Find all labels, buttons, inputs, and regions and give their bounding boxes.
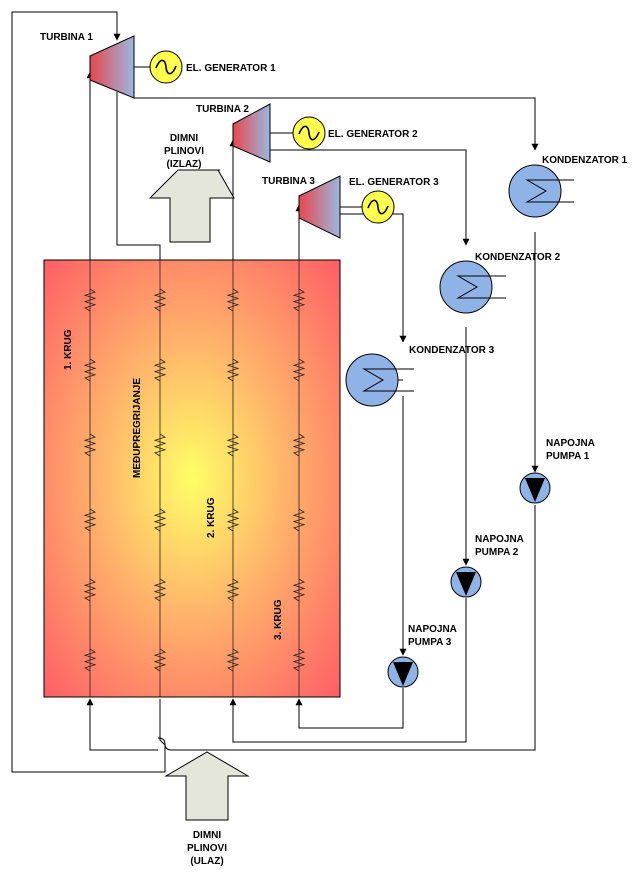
coil-segment bbox=[153, 433, 167, 457]
turbine-3 bbox=[298, 175, 341, 239]
coil-segment bbox=[83, 648, 97, 672]
condenser-1-label: KONDENZATOR 1 bbox=[542, 155, 628, 166]
condenser-3 bbox=[345, 353, 414, 407]
reheat-label: MEĐUPREGRIJANJE bbox=[132, 378, 143, 478]
coil-segment bbox=[83, 508, 97, 532]
pump-2 bbox=[450, 566, 482, 598]
coil-segment bbox=[83, 578, 97, 602]
pump-1-label-line1: NAPOJNA bbox=[546, 438, 595, 449]
coil-segment bbox=[292, 358, 306, 382]
coil-segment bbox=[83, 433, 97, 457]
turbine-3-label: TURBINA 3 bbox=[262, 176, 315, 187]
coil-segment bbox=[226, 508, 240, 532]
coil-segment bbox=[226, 288, 240, 312]
coil-segment bbox=[292, 433, 306, 457]
boiler bbox=[43, 259, 341, 698]
coil-segment bbox=[292, 508, 306, 532]
coil-segment bbox=[153, 508, 167, 532]
turbine-2-label: TURBINA 2 bbox=[196, 104, 249, 115]
flue-in-label-line2: PLINOVI bbox=[187, 843, 227, 854]
coil-segment bbox=[292, 288, 306, 312]
flue-gas-in-arrow bbox=[164, 751, 250, 821]
coil-segment bbox=[292, 578, 306, 602]
coil-segment bbox=[226, 578, 240, 602]
boiler-coils bbox=[83, 260, 306, 697]
generator-3-label: EL. GENERATOR 3 bbox=[349, 177, 439, 188]
coil-segment bbox=[226, 433, 240, 457]
turbine-1 bbox=[89, 35, 135, 99]
coil-segment bbox=[153, 358, 167, 382]
flue-gas-out-arrow bbox=[148, 169, 235, 243]
pump-3-label-line1: NAPOJNA bbox=[408, 624, 457, 635]
coil-segment bbox=[153, 648, 167, 672]
turbine-1-label: TURBINA 1 bbox=[40, 32, 93, 43]
generator-2-label: EL. GENERATOR 2 bbox=[328, 129, 418, 140]
flue-out-label-line3: (IZLAZ) bbox=[167, 159, 202, 170]
pump-1 bbox=[519, 472, 551, 504]
flue-out-label-line1: DIMNI bbox=[170, 133, 199, 144]
pump-2-label-line2: PUMPA 2 bbox=[475, 547, 519, 558]
generator-1-label: EL. GENERATOR 1 bbox=[186, 63, 276, 74]
circuit-1-label: 1. KRUG bbox=[63, 329, 74, 370]
circuit-2-label: 2. KRUG bbox=[206, 497, 217, 538]
coil-segment bbox=[83, 288, 97, 312]
coil-segment bbox=[226, 358, 240, 382]
condenser-1 bbox=[508, 164, 574, 218]
coil-segment bbox=[153, 578, 167, 602]
condenser-2 bbox=[439, 260, 506, 314]
flue-in-label-line3: (ULAZ) bbox=[190, 856, 223, 867]
pump-2-label-line1: NAPOJNA bbox=[475, 534, 524, 545]
generator-2 bbox=[270, 116, 326, 150]
condenser-2-label: KONDENZATOR 2 bbox=[475, 252, 561, 263]
generator-3 bbox=[340, 190, 395, 224]
flue-out-label-line2: PLINOVI bbox=[164, 146, 204, 157]
pipes bbox=[11, 11, 539, 773]
coil-segment bbox=[226, 648, 240, 672]
pump-3-label-line2: PUMPA 3 bbox=[408, 637, 452, 648]
coil-segment bbox=[83, 358, 97, 382]
coil-segment bbox=[153, 288, 167, 312]
circuit-3-label: 3. KRUG bbox=[273, 599, 284, 640]
condenser-3-label: KONDENZATOR 3 bbox=[409, 345, 495, 356]
pump-3 bbox=[387, 656, 419, 688]
pump-1-label-line2: PUMPA 1 bbox=[546, 451, 590, 462]
generator-1 bbox=[134, 50, 183, 84]
flue-in-label-line1: DIMNI bbox=[193, 830, 222, 841]
turbine-2 bbox=[232, 103, 271, 163]
coil-segment bbox=[292, 648, 306, 672]
